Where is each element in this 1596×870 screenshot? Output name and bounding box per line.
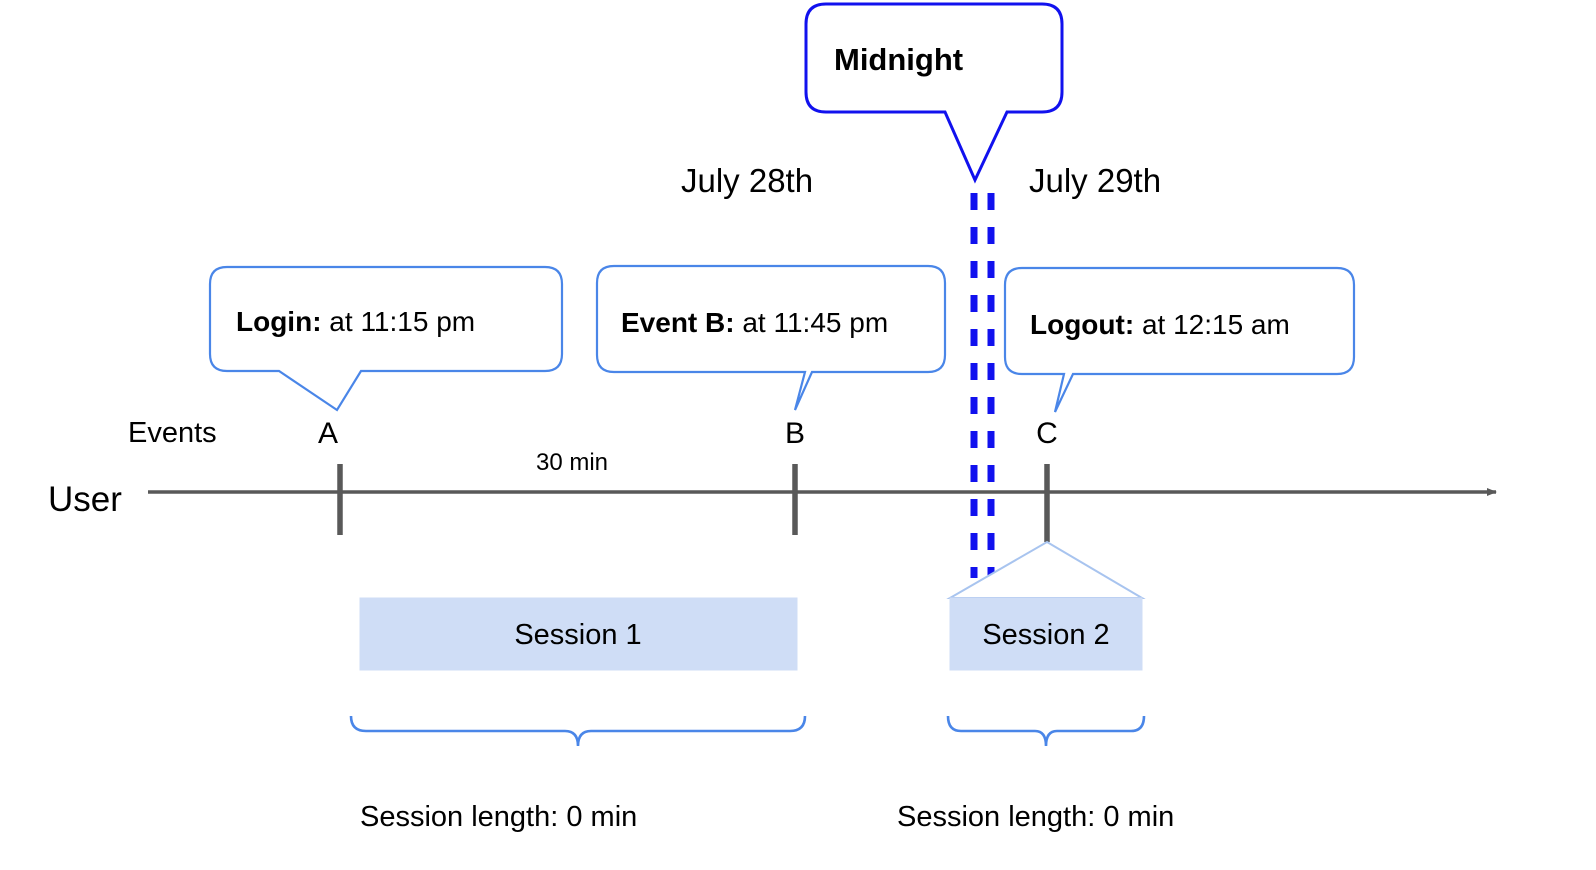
date-label-left: July 28th bbox=[681, 162, 813, 199]
logout-callout-text: Logout: at 12:15 am bbox=[1030, 309, 1290, 340]
logout-callout-bubble bbox=[1003, 266, 1356, 413]
session-2-box: Session 2 bbox=[949, 597, 1143, 671]
midnight-callout: Midnight bbox=[804, 2, 1064, 184]
event-b-callout-text: Event B: at 11:45 pm bbox=[621, 307, 888, 338]
session-1-label: Session 1 bbox=[514, 619, 641, 651]
duration-annotation-30min: 30 min bbox=[536, 449, 608, 476]
session-1-length-label: Session length: 0 min bbox=[360, 801, 637, 833]
row-label-user: User bbox=[48, 480, 122, 519]
session-1-brace bbox=[349, 715, 807, 747]
midnight-callout-label: Midnight bbox=[834, 42, 963, 77]
session-2-length-label: Session length: 0 min bbox=[897, 801, 1174, 833]
midnight-callout-bubble bbox=[804, 2, 1064, 184]
session-2-brace bbox=[946, 715, 1146, 747]
event-marker-label-c: C bbox=[1036, 417, 1058, 450]
event-b-callout-time: at 11:45 pm bbox=[735, 307, 889, 338]
logout-callout: Logout: at 12:15 am bbox=[1003, 266, 1356, 413]
logout-callout-label: Logout: bbox=[1030, 309, 1134, 340]
session-2-connector bbox=[946, 540, 1146, 599]
session-2-label: Session 2 bbox=[982, 619, 1109, 651]
login-callout-time: at 11:15 pm bbox=[322, 306, 476, 337]
event-marker-label-a: A bbox=[318, 417, 338, 450]
login-callout-text: Login: at 11:15 pm bbox=[236, 306, 475, 337]
login-callout-label: Login: bbox=[236, 306, 322, 337]
midnight-divider bbox=[970, 193, 995, 578]
row-label-events: Events bbox=[128, 417, 217, 449]
login-callout: Login: at 11:15 pm bbox=[208, 265, 564, 412]
event-b-callout: Event B: at 11:45 pm bbox=[595, 264, 947, 411]
event-marker-label-b: B bbox=[785, 417, 805, 450]
event-b-callout-label: Event B: bbox=[621, 307, 735, 338]
session-2-rect bbox=[949, 597, 1143, 671]
session-1-rect bbox=[359, 597, 798, 671]
event-b-callout-bubble bbox=[595, 264, 947, 411]
login-callout-bubble bbox=[208, 265, 564, 412]
date-label-right: July 29th bbox=[1029, 162, 1161, 199]
session-1-box: Session 1 bbox=[359, 597, 798, 671]
logout-callout-time: at 12:15 am bbox=[1134, 309, 1290, 340]
